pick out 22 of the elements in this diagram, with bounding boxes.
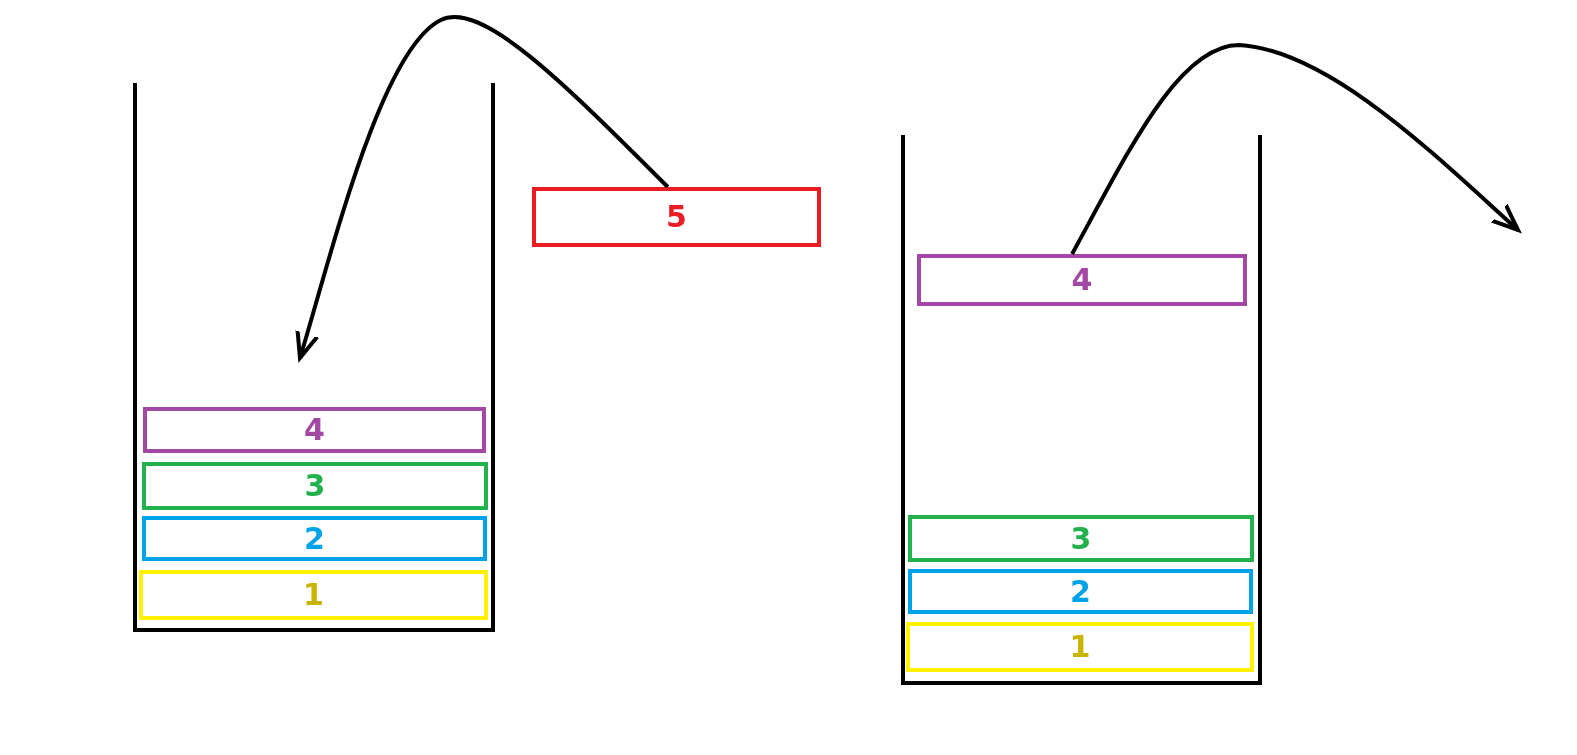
stack-container: [133, 83, 495, 632]
stack-item-box: [532, 187, 821, 247]
stack-item-box: [142, 462, 488, 510]
curved-arrow: [1070, 43, 1520, 255]
stack-item-box: [143, 407, 486, 453]
item-number: 5: [666, 202, 687, 232]
item-number: 2: [1070, 576, 1091, 607]
stack-item-box: [906, 622, 1254, 672]
item-number: 4: [304, 415, 325, 445]
item-number: 4: [1071, 265, 1093, 295]
stack-item-box: [908, 515, 1254, 562]
stack-container: [901, 135, 1262, 685]
stack-item-box: [917, 254, 1247, 306]
stack-item-box: [139, 570, 488, 620]
stack-item-box: [908, 569, 1253, 614]
item-number: 1: [303, 580, 324, 610]
item-number: 3: [304, 471, 326, 501]
stack-item-box: [142, 516, 487, 561]
curved-arrow: [294, 15, 670, 360]
item-number: 2: [304, 523, 325, 554]
item-number: 3: [1070, 523, 1092, 554]
item-number: 1: [1069, 632, 1091, 662]
